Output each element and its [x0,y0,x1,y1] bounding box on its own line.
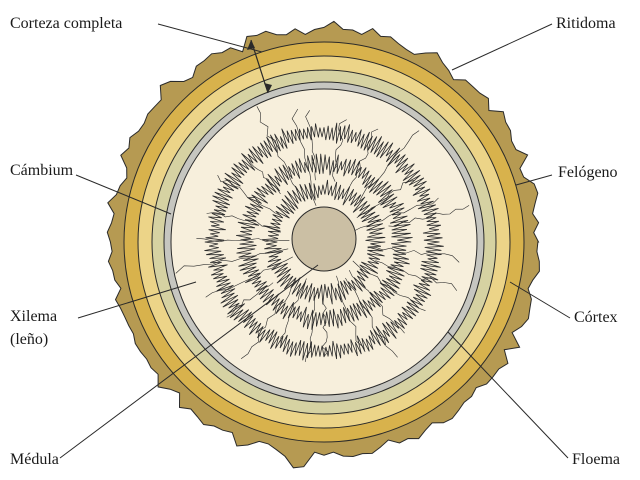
leader-lines [59,23,571,459]
wood-ray [196,238,290,243]
wood-ray [336,275,366,353]
wood-ray [305,110,316,181]
wood-ray [205,256,293,298]
label-corteza-completa: Corteza completa [10,15,123,32]
leader-medula [59,264,319,459]
wood-ray [280,278,307,345]
wood-ray [345,277,398,358]
label-felogeno: Felógeno [558,164,618,181]
wood-ray [206,212,281,232]
label-leno: (leño) [10,331,49,348]
wood-ray [291,108,317,206]
leader-floema [447,331,569,459]
label-xilema: Xilema [10,308,58,325]
wood-ray [240,280,297,359]
wood-ray [226,282,274,318]
leader-corteza-completa [157,23,263,53]
label-floema: Floema [572,451,620,468]
label-cortex: Córtex [574,309,618,326]
leader-cambium [75,174,172,215]
pith-medula [291,206,357,272]
leader-cortex [509,281,571,319]
wood-ray [349,128,379,187]
label-cambium: Cámbium [10,162,74,179]
label-ritidoma: Ritidoma [556,15,616,32]
wood-ray [217,174,281,216]
leader-felogeno [515,174,553,186]
label-medula: Médula [10,451,59,468]
wood-ray [352,260,426,311]
wood-ray [359,130,420,202]
growth-ring-middle [236,153,413,330]
wood-ray [353,197,439,232]
wood-ray [256,106,299,190]
wood-rays [175,106,470,362]
wood-ray [348,269,405,334]
leader-ritidoma [451,23,553,71]
wood-ray [175,248,289,274]
wood-ray [240,152,281,195]
arrowhead-bottom [264,83,272,93]
leader-xilema [77,281,197,319]
arrowhead-top [247,40,255,50]
wood-ray [388,205,470,227]
wood-ray [321,298,329,357]
wood-ray [375,260,458,291]
wood-ray [356,179,416,219]
wood-ray [304,291,319,362]
wood-ray [367,246,460,263]
wood-ray [332,119,347,182]
